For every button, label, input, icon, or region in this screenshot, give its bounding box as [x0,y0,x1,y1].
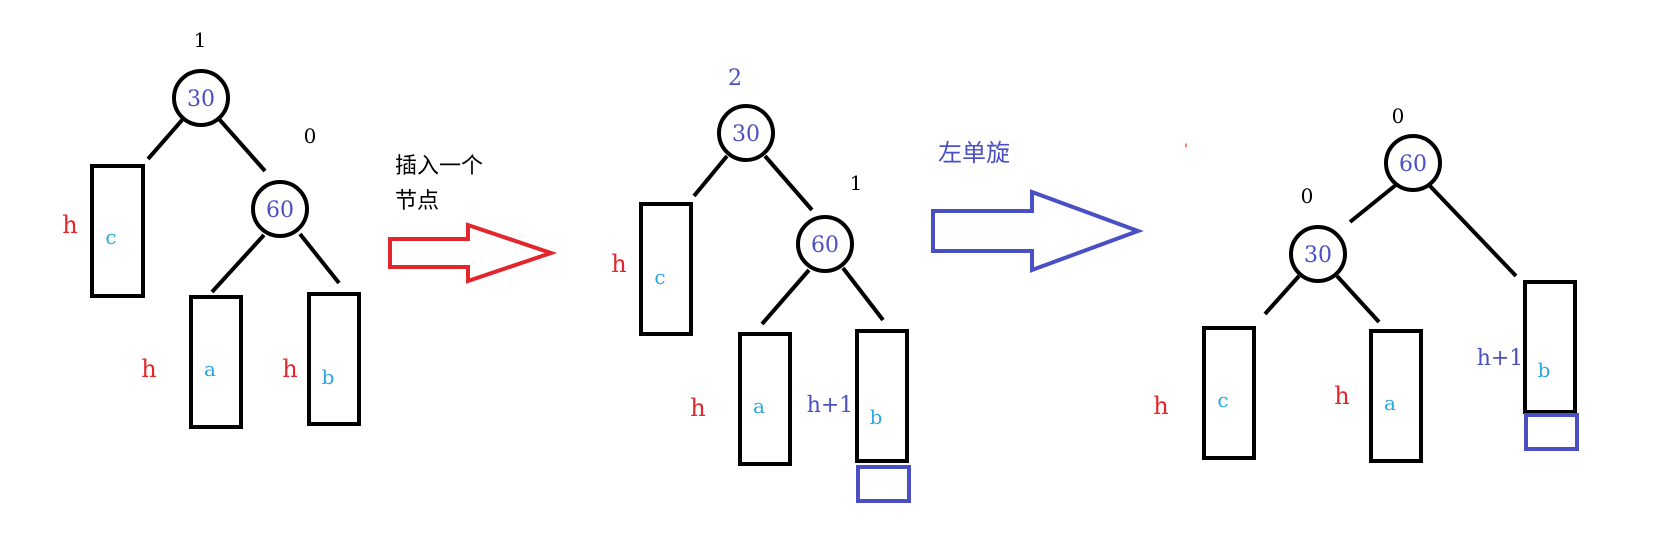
tree2-subtree-c [639,202,693,336]
tree3-root-balance: 0 [1392,104,1405,128]
tree1-subtree-b [307,292,361,426]
tree3-subtree-c-height: h [1153,392,1168,420]
tree2-root-value: 30 [732,122,760,147]
tree2-root-balance: 2 [728,66,742,91]
tree1-edge-root-c [146,117,185,161]
tree1-node60-value: 60 [266,198,294,223]
tree3-node-30 [1289,225,1347,283]
tree2-subtree-a-height: h [690,394,705,422]
tree2-root-node [717,104,775,162]
tree2-node-60 [796,215,854,273]
tree2-subtree-c-height: h [611,250,626,278]
tree2-subtree-b [855,329,909,463]
tree-2-after-insert: 2 30 1 60 c h a h b h+1 [611,66,911,503]
tree2-subtree-a-label: a [753,394,765,418]
tree1-subtree-c-label: c [105,225,116,249]
tree3-subtree-b-height: h+1 [1477,346,1524,371]
tree2-subtree-b-height: h+1 [807,393,854,418]
tree2-edge-root-60 [763,154,814,212]
tree3-node30-value: 30 [1304,243,1332,268]
tree2-subtree-b-label: b [870,405,883,429]
tree2-node60-balance: 1 [850,171,863,195]
tree1-subtree-a-height: h [141,355,156,383]
tree1-subtree-a-label: a [204,357,216,381]
tree1-edge-60-b [298,232,341,285]
tree2-edge-60-a [760,268,811,326]
red-arrow-shape [388,222,558,284]
tree1-subtree-b-height: h [282,355,297,383]
tree3-subtree-c-label: c [1217,388,1228,412]
tree1-root-balance: 1 [194,28,207,52]
tree3-node30-balance: 0 [1301,184,1314,208]
tree2-edge-root-c [692,154,729,198]
tree3-inserted-node-box [1524,413,1579,451]
tree2-subtree-a [738,332,792,466]
tree-3-after-rotation: ' 0 60 0 30 c h a h b h+1 [1153,104,1579,463]
tree1-edge-60-a [210,233,266,294]
tree3-subtree-a-height: h [1334,382,1349,410]
tree3-subtree-c [1202,326,1256,460]
tree1-subtree-a [189,295,243,429]
tree1-edge-root-60 [217,117,267,173]
insert-label-line1: 插入一个 [395,154,483,179]
tree3-root-node [1384,134,1442,192]
tree3-root-value: 60 [1399,152,1427,177]
tree1-root-value: 30 [187,87,215,112]
tree3-edge-30-c [1263,274,1301,316]
red-stray-mark: ' [1184,142,1188,158]
tree1-node60-balance: 0 [304,124,317,148]
tree2-node60-value: 60 [811,233,839,258]
tree1-root-node [172,69,230,127]
tree3-edge-30-a [1335,274,1381,324]
tree1-node-60 [251,180,309,238]
tree2-subtree-c-label: c [654,265,665,289]
tree1-subtree-c-height: h [62,211,77,239]
rotate-label: 左单旋 [938,139,1010,167]
tree3-subtree-a [1369,329,1423,463]
tree2-edge-60-b [841,266,885,322]
tree1-subtree-c [90,164,145,298]
insert-label-line2: 节点 [395,189,439,214]
tree3-edge-root-b [1428,184,1518,278]
rotate-arrow: 左单旋 [931,139,1144,273]
tree1-subtree-b-label: b [322,365,335,389]
tree3-edge-root-30 [1348,182,1399,224]
tree3-subtree-a-label: a [1384,391,1396,415]
tree2-inserted-node-box [856,465,911,503]
blue-arrow-shape [931,189,1144,273]
tree3-subtree-b-label: b [1538,358,1551,382]
tree-1-before-insert: 1 30 0 60 c h a h b h [62,28,361,429]
tree3-subtree-b [1523,280,1577,414]
insert-arrow: 插入一个 节点 [388,154,558,284]
